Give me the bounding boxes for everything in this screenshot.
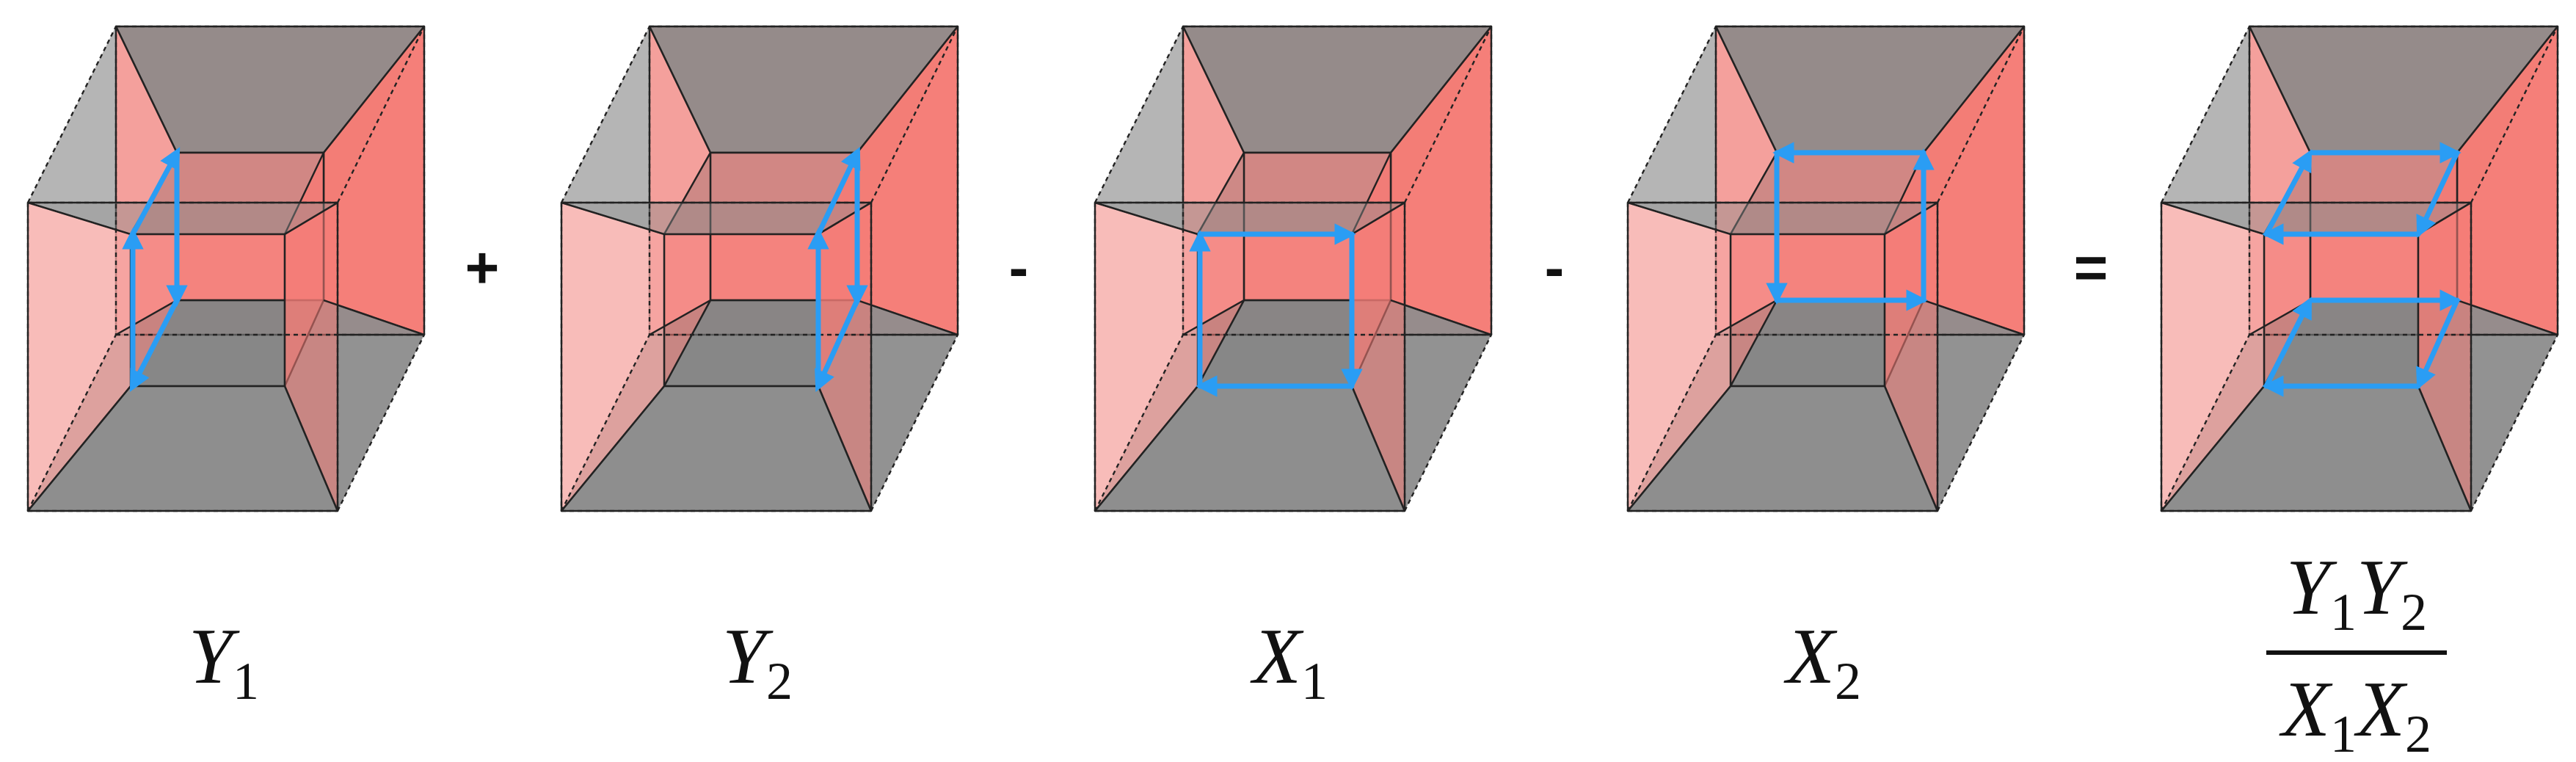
right-upper-arrow (815, 147, 861, 237)
label-x1: X1 (1250, 613, 1328, 711)
connect-edge (1390, 26, 1492, 153)
panel-y2 (560, 25, 959, 512)
top-loop-arrow (2416, 150, 2460, 238)
connect-edge (1351, 201, 1405, 236)
connect-edge (114, 26, 178, 153)
connect-edge (1627, 201, 1731, 236)
connect-edge (1182, 299, 1245, 336)
outer-edge (26, 26, 117, 203)
bottom-loop-arrow (2415, 297, 2460, 391)
panel-y1y2-over-x1x2 (2160, 25, 2559, 512)
outer-edge (870, 334, 959, 512)
connect-edge (1182, 26, 1245, 153)
loop-arrows (122, 147, 188, 392)
connect-edge (1923, 299, 2025, 336)
outer-edge (1626, 26, 1717, 203)
connect-edge (284, 201, 338, 236)
outer-edge (1403, 334, 1493, 512)
outer-edge (870, 26, 959, 203)
label-x2: X2 (1783, 613, 1861, 711)
bottom-loop-arrow (2263, 297, 2312, 389)
left-upper-arrow (130, 147, 181, 237)
outer-edge (560, 26, 651, 203)
connect-edge (283, 385, 339, 512)
outer-edge (2470, 26, 2559, 203)
outer-edge (1094, 26, 1185, 203)
connect-edge (649, 299, 711, 336)
connect-edge (1923, 26, 2025, 153)
loop-arrows (1766, 142, 1935, 311)
panel-y1 (26, 25, 426, 512)
outer-edge (2160, 334, 2251, 512)
minus-operator-2: - (1545, 235, 1565, 300)
left-lower-arrow (129, 297, 180, 392)
connect-edge (2161, 201, 2265, 236)
connect-edge (856, 26, 958, 153)
connect-edge (561, 201, 665, 236)
connect-edge (2456, 299, 2558, 336)
connect-edge (27, 201, 131, 236)
connect-edge (1883, 385, 1939, 512)
outer-edge (1936, 334, 2026, 512)
connect-edge (27, 385, 131, 512)
connect-edge (1715, 299, 1778, 336)
label-y1: Y1 (189, 613, 259, 711)
connect-edge (1627, 385, 1731, 512)
top-loop-arrow (2263, 149, 2313, 237)
outer-edge (560, 334, 651, 512)
outer-edge (1403, 26, 1493, 203)
fraction-denominator: X1X2 (2279, 666, 2431, 762)
connect-edge (2248, 26, 2312, 153)
connect-edge (1094, 385, 1198, 512)
panel-x2 (1626, 25, 2026, 512)
fraction-numerator: Y1Y2 (2286, 544, 2427, 642)
label-y2: Y2 (722, 613, 793, 711)
fraction-label: Y1Y2 X1X2 (2266, 544, 2447, 762)
loop-arrows (1189, 223, 1363, 397)
connect-edge (856, 299, 958, 336)
connect-edge (1714, 26, 1778, 153)
outer-edge (336, 334, 426, 512)
equals-operator: = (2074, 235, 2109, 300)
outer-edge (2160, 26, 2251, 203)
connect-edge (1390, 299, 1492, 336)
right-lower-arrow (815, 297, 860, 393)
outer-edge (1626, 334, 1717, 512)
connect-edge (2161, 385, 2265, 512)
connect-edge (1884, 201, 1938, 236)
connect-edge (323, 26, 425, 153)
connect-edge (817, 385, 873, 512)
outer-edge (26, 334, 117, 512)
outer-edge (1936, 26, 2026, 203)
minus-operator-1: - (1009, 235, 1029, 300)
connect-edge (1350, 385, 1406, 512)
connect-edge (2456, 26, 2558, 153)
connect-edge (2417, 385, 2473, 512)
plus-operator: + (465, 235, 500, 300)
outer-edge (1094, 334, 1185, 512)
panel-x1 (1094, 25, 1493, 512)
loop-arrows (2262, 142, 2462, 397)
outer-edge (2470, 334, 2559, 512)
connect-edge (648, 26, 712, 153)
connect-edge (561, 385, 665, 512)
connect-edge (1094, 201, 1198, 236)
connect-edge (323, 299, 425, 336)
loop-arrows (807, 147, 868, 393)
outer-edge (336, 26, 426, 203)
